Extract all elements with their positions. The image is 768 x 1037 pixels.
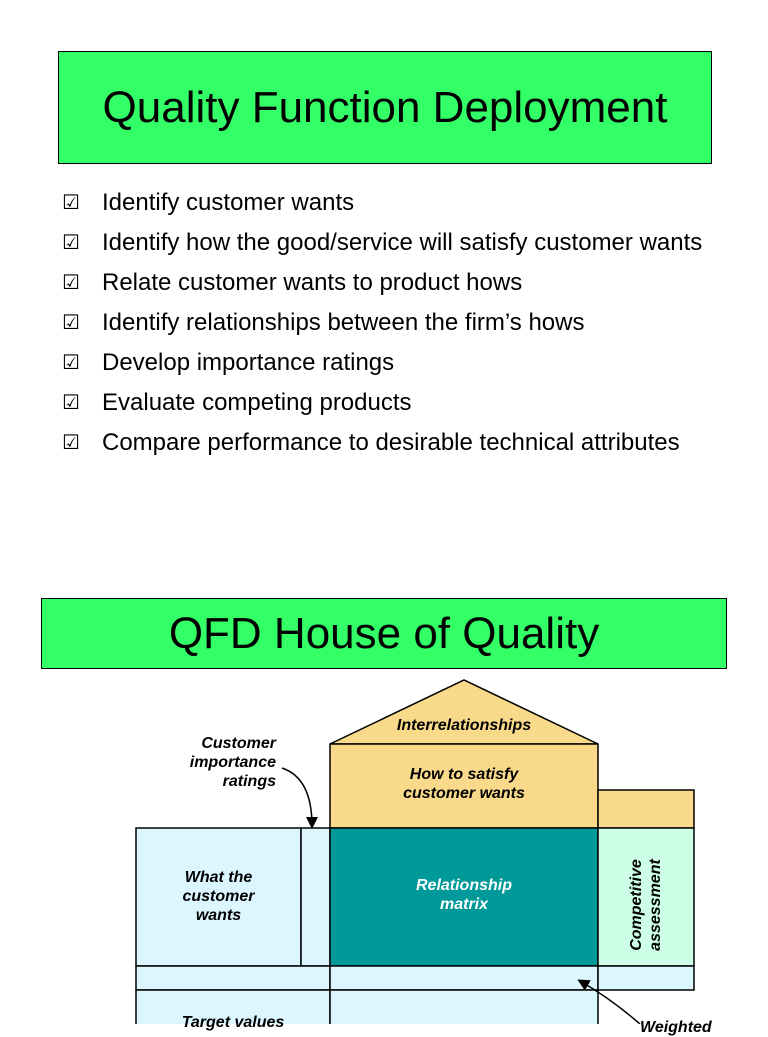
importance-ratings-arrow (281, 767, 318, 829)
checkbox-icon: ☑ (62, 350, 80, 374)
list-item: ☑ Compare performance to desirable techni… (62, 426, 742, 459)
bullet-list: ☑ Identify customer wants ☑ Identify how t… (62, 186, 742, 466)
importance-ratings-column (300, 827, 331, 967)
list-item: ☑ Identify how the good/service will sati… (62, 226, 742, 259)
bullet-text: Identify how the good/service will satis… (102, 229, 703, 256)
how-to-satisfy-label: How to satisfy customer wants (403, 766, 525, 802)
checkbox-icon: ☑ (62, 430, 80, 454)
competitive-assessment-label: Competitive assessment (628, 859, 664, 951)
bullet-text: Develop importance ratings (102, 349, 395, 376)
list-item: ☑ Develop importance ratings (62, 346, 742, 379)
what-customer-wants-label: What the customer wants (182, 869, 255, 924)
list-item: ☑ Identify relationships between the firm… (62, 306, 742, 339)
bullet-text: Identify customer wants (102, 189, 355, 216)
list-item: ☑ Evaluate competing products (62, 386, 742, 419)
weighted-arrow (577, 979, 641, 1024)
how-to-satisfy-section (329, 743, 599, 829)
slide-title: Quality Function Deployment (58, 51, 712, 164)
checkbox-icon: ☑ (62, 190, 80, 214)
bullet-text: Evaluate competing products (102, 389, 412, 416)
list-item: ☑ Identify customer wants (62, 186, 742, 219)
bullet-text: Identify relationships between the firm’… (102, 309, 585, 336)
weighted-row-middle (329, 965, 599, 991)
customer-importance-label: Customer importance ratings (189, 735, 276, 790)
customer-wants-section (135, 827, 302, 967)
weighted-row-right (597, 965, 695, 991)
checkbox-icon: ☑ (62, 310, 80, 334)
weighted-row-left (135, 965, 331, 991)
weighted-label: Weighted (640, 1019, 712, 1036)
interrelationships-label: Interrelationships (396, 717, 532, 734)
checkbox-icon: ☑ (62, 390, 80, 414)
bullet-text: Relate customer wants to product hows (102, 269, 523, 296)
relationship-matrix-label: Relationship matrix (415, 877, 512, 913)
competitive-assessment-section (597, 827, 695, 967)
target-values-label: Target values (181, 1014, 285, 1031)
competitive-header-section (597, 789, 695, 829)
checkbox-icon: ☑ (62, 270, 80, 294)
target-values-middle (329, 989, 599, 1024)
bullet-text: Compare performance to desirable technic… (102, 429, 680, 456)
checkbox-icon: ☑ (62, 230, 80, 254)
list-item: ☑ Relate customer wants to product hows (62, 266, 742, 299)
house-of-quality-title: QFD House of Quality (41, 598, 727, 669)
